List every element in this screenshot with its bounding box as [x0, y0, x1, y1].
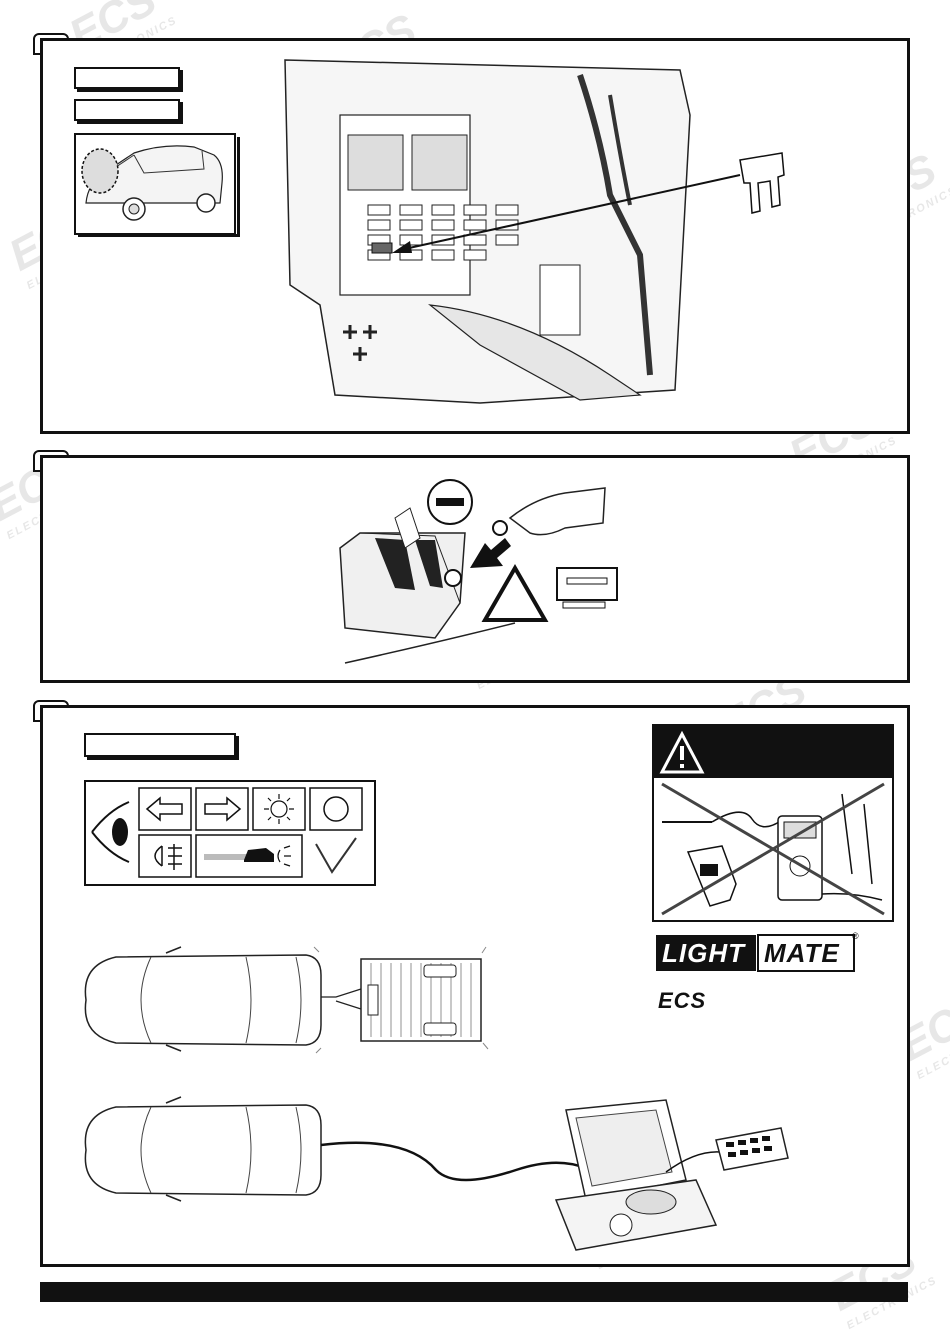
left-arrow-icon	[145, 796, 183, 822]
reversing-car-icon	[204, 845, 291, 867]
rear-fog-lamp-icon	[154, 844, 182, 870]
eye-icon	[91, 801, 130, 863]
lightmate-text-left: LIGHT	[662, 938, 745, 968]
watermark-sub: ELECTRONICS	[914, 1024, 950, 1083]
car-with-trailer	[84, 946, 489, 1054]
no-test-lamp-warning	[652, 724, 894, 922]
warning-triangle-icon	[659, 730, 705, 774]
step-2-panel	[40, 455, 910, 683]
light-check-grid	[84, 780, 376, 886]
footer-bar	[40, 1282, 908, 1302]
circle-icon	[323, 796, 349, 822]
step-1-label-2	[74, 99, 180, 121]
sun-icon	[264, 794, 294, 824]
lightmate-text-right: MATE	[764, 938, 840, 968]
car-location-inset	[74, 133, 240, 237]
right-arrow-icon	[204, 796, 242, 822]
fuse-pointer	[392, 152, 785, 253]
ecs-logo: ECS	[658, 988, 707, 1013]
check-icon	[315, 837, 357, 874]
registered-mark: ®	[852, 931, 859, 941]
step-3-label	[84, 733, 236, 757]
step-1-label-1	[74, 67, 180, 89]
car-with-tester	[84, 1096, 789, 1251]
lightmate-logo: LIGHT MATE ®	[656, 931, 859, 973]
battery-disconnect-drawing	[339, 479, 618, 664]
